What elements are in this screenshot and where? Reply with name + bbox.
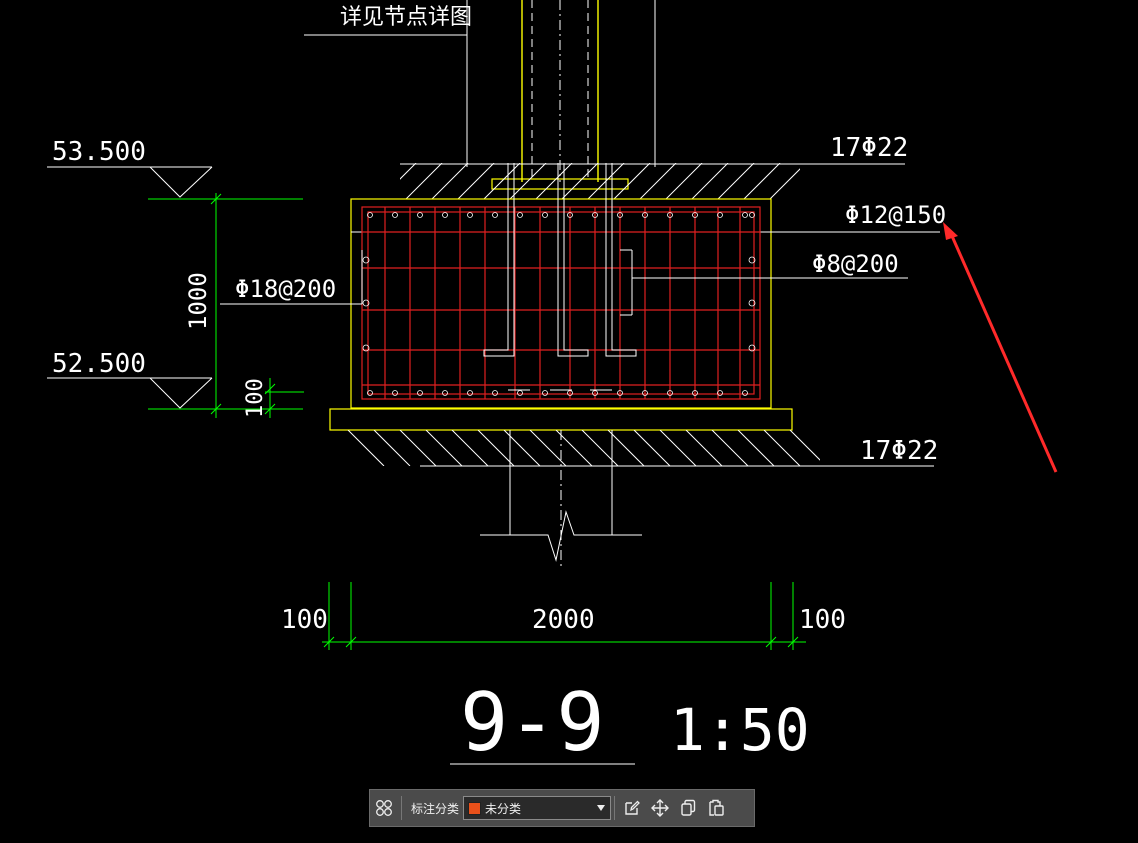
elevation-top-text: 53.500 [52, 137, 146, 167]
elevation-top: 53.500 [47, 137, 303, 200]
dim-left-text: 100 [281, 605, 328, 635]
rebar-top-bars [367, 212, 755, 218]
paste-icon [709, 799, 724, 816]
edit-icon [625, 800, 640, 815]
rebar-callouts: 17Φ22 Φ12@150 Φ8@200 Φ18@200 17Φ22 [220, 133, 946, 467]
category-label: 标注分类 [411, 801, 460, 816]
move-button[interactable] [646, 794, 674, 822]
copy-button[interactable] [674, 794, 702, 822]
elevation-bottom-text: 52.500 [52, 349, 146, 379]
rebar-stirrup-2-text: Φ8@200 [812, 250, 899, 278]
anchor-bolts [483, 163, 637, 391]
grid-icon [376, 800, 392, 816]
rebar-top-text: 17Φ22 [830, 133, 908, 163]
dim-vertical [210, 193, 304, 418]
section-scale: 1:50 [670, 696, 810, 764]
dim-horizontal [322, 582, 806, 650]
annotation-arrow[interactable] [943, 222, 1058, 473]
elevation-bottom: 52.500 [47, 349, 303, 410]
soil-hatch-top [400, 163, 800, 199]
category-select[interactable]: 未分类 [463, 796, 612, 820]
rebar-bottom-text: 17Φ22 [860, 436, 938, 466]
edit-button[interactable] [618, 794, 646, 822]
rebar-cage [361, 206, 761, 400]
rebar-stirrup-1-text: Φ12@150 [845, 201, 946, 229]
toolbar-separator [401, 796, 402, 820]
category-color-swatch [468, 801, 482, 815]
soil-hatch-bottom [347, 430, 820, 466]
dim-right-text: 100 [799, 605, 846, 635]
pile-below [480, 430, 642, 570]
rebar-side-bars [362, 256, 756, 352]
dim-main-text: 2000 [532, 605, 595, 635]
dim-height-text: 1000 [184, 272, 212, 330]
column-upper [491, 0, 656, 190]
section-title: 9-9 [460, 676, 605, 769]
annotation-toolbar: 标注分类 未分类 [369, 789, 755, 827]
grid-button[interactable] [370, 794, 398, 822]
copy-icon [681, 799, 696, 816]
detail-note-text: 详见节点详图 [340, 5, 472, 30]
chevron-down-icon [597, 805, 606, 811]
move-icon [651, 799, 670, 817]
dim-small-vertical-text: 100 [243, 378, 268, 418]
rebar-side-text: Φ18@200 [235, 275, 336, 303]
detail-note: 详见节点详图 [304, 0, 472, 167]
paste-button[interactable] [702, 794, 730, 822]
rebar-bottom-bars [367, 390, 748, 396]
category-value: 未分类 [485, 801, 522, 816]
toolbar-separator [614, 796, 616, 820]
